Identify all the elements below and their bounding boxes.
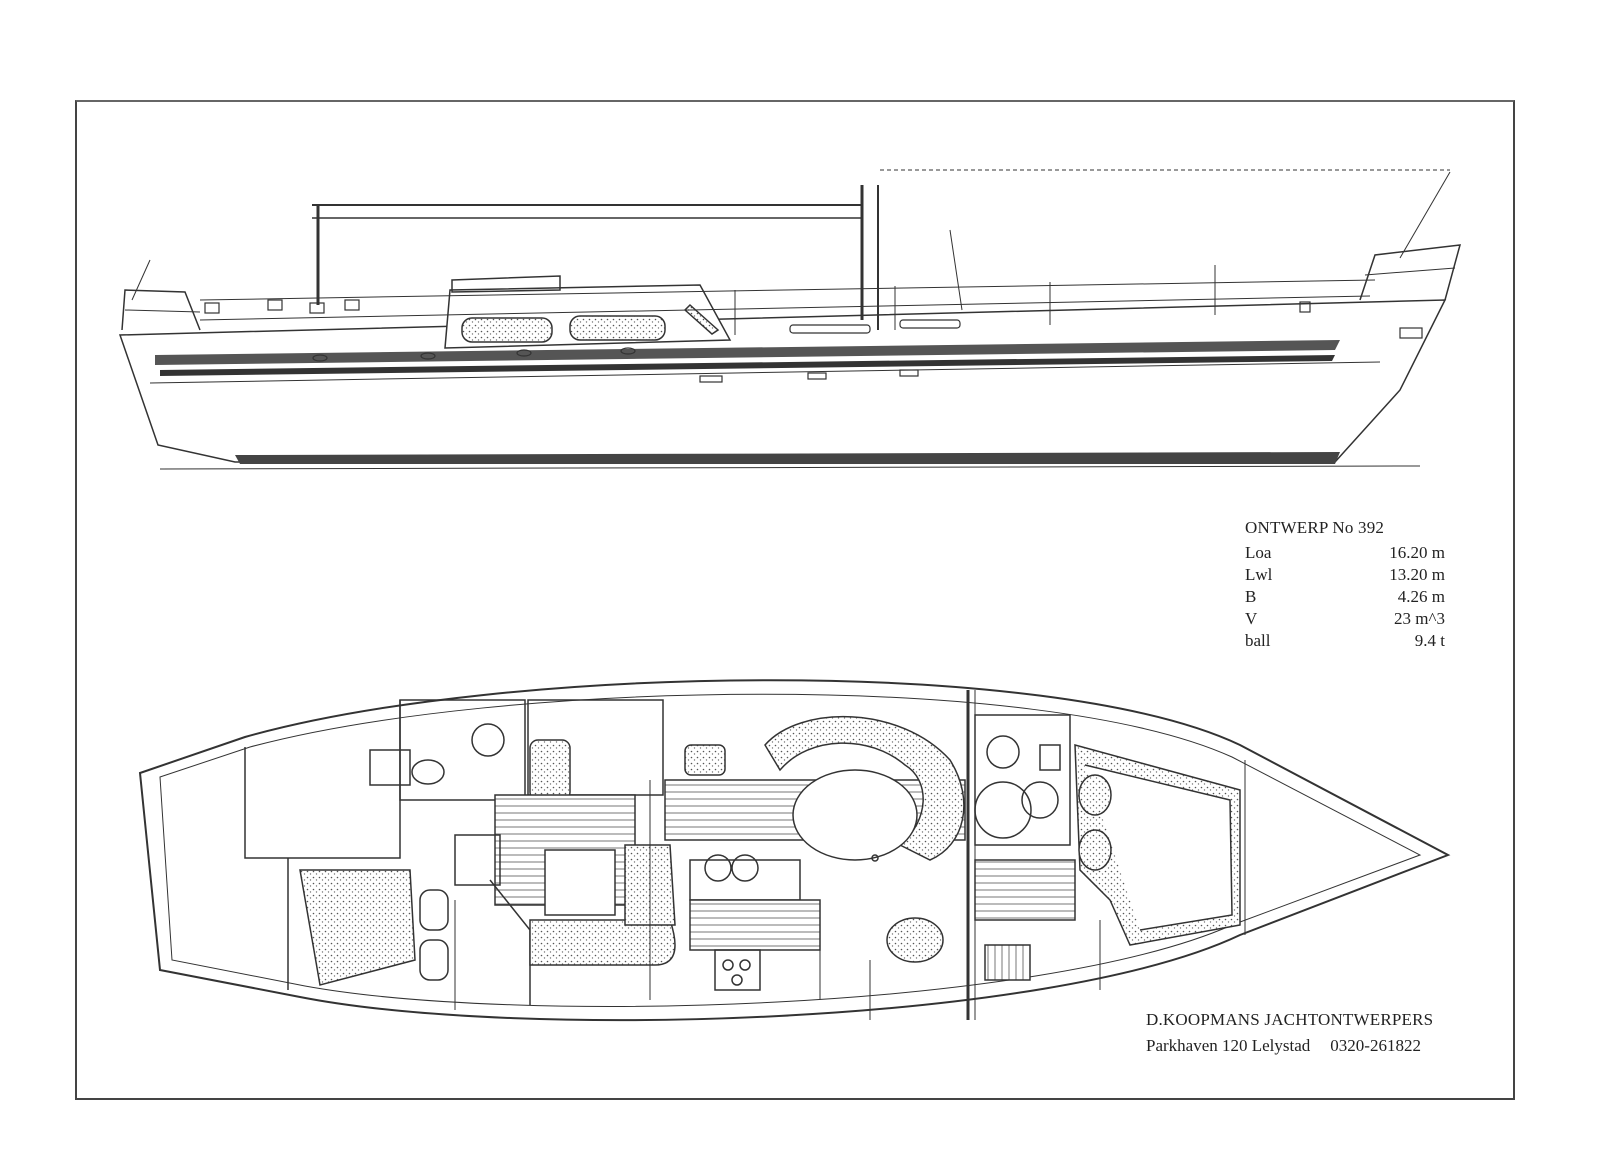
spec-value: 13.20 m [1389, 565, 1445, 584]
spec-value: 16.20 m [1389, 543, 1445, 562]
sheer-stripe [155, 340, 1340, 365]
title-block: D.KOOPMANS JACHTONTWERPERS Parkhaven 120… [1146, 1010, 1476, 1056]
aft-berth [299, 869, 416, 986]
saloon-table [792, 769, 918, 861]
interior-partitions [454, 700, 1101, 1020]
spec-row-beam: B 4.26 m [1245, 586, 1465, 608]
deck-plan [138, 679, 1451, 1022]
deck-fittings [204, 299, 1423, 339]
stern-pulpit [121, 289, 201, 331]
spec-label: Lwl [1245, 565, 1273, 584]
spec-row-volume: V 23 m^3 [1245, 608, 1465, 630]
spec-value: 23 m^3 [1394, 609, 1445, 628]
spec-label: B [1245, 587, 1257, 606]
spec-value: 9.4 t [1414, 631, 1445, 650]
port-settee [529, 919, 676, 966]
lifelines [199, 279, 1376, 301]
spec-row-lwl: Lwl 13.20 m [1245, 564, 1465, 586]
spec-row-ballast: ball 9.4 t [1245, 630, 1465, 652]
spec-value: 4.26 m [1397, 587, 1445, 606]
designer-name: D.KOOPMANS JACHTONTWERPERS [1146, 1010, 1434, 1029]
portholes [312, 347, 919, 383]
designer-phone: 0320-261822 [1330, 1036, 1421, 1055]
boot-top [235, 452, 1340, 464]
designer-contact: Parkhaven 120 Lelystad 0320-261822 [1146, 1036, 1476, 1056]
hull-profile [118, 299, 1447, 463]
spec-label: V [1245, 609, 1258, 628]
designer-address: Parkhaven 120 Lelystad [1146, 1036, 1311, 1055]
stanchions [734, 265, 1216, 335]
spec-label: ball [1245, 631, 1271, 650]
spec-row-loa: Loa 16.20 m [1245, 542, 1465, 564]
curved-settee [764, 715, 965, 861]
design-number: ONTWERP No 392 [1245, 518, 1385, 537]
specification-block: ONTWERP No 392 Loa 16.20 m Lwl 13.20 m B… [1245, 518, 1465, 652]
drawing-sheet-border [75, 100, 1515, 1100]
forward-heads [974, 714, 1071, 846]
bow-pulpit [1359, 244, 1462, 301]
side-profile [118, 169, 1462, 470]
spec-label: Loa [1245, 543, 1272, 562]
